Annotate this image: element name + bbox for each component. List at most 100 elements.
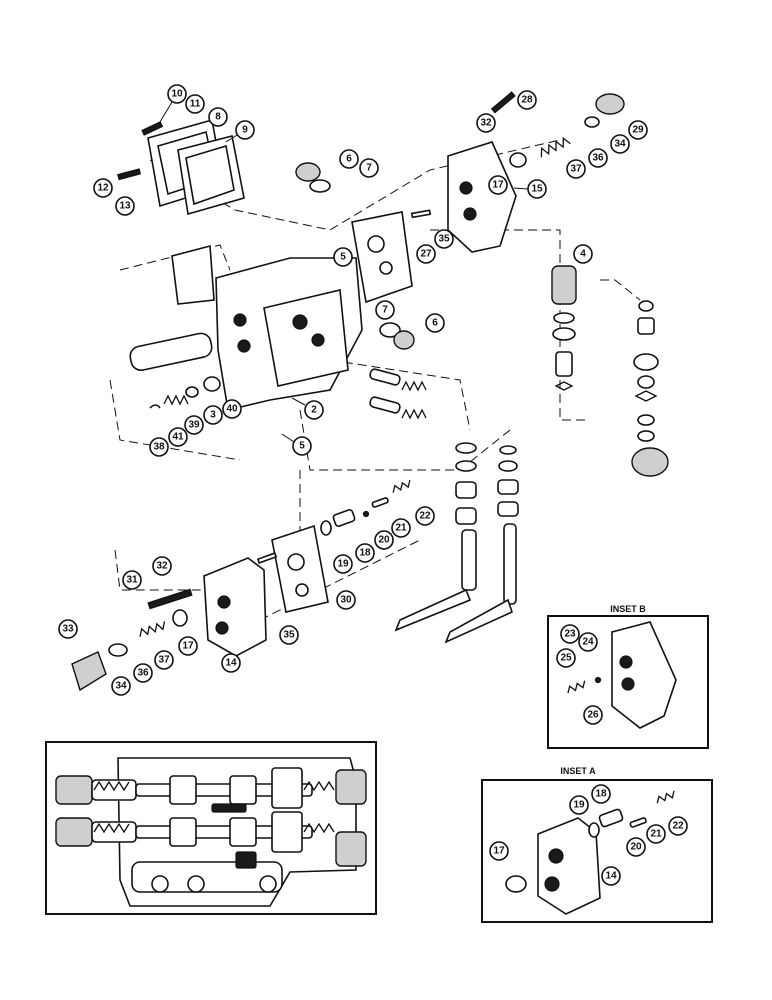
svg-text:31: 31 (126, 575, 138, 586)
callout: 20 (626, 837, 646, 857)
svg-text:17: 17 (493, 846, 505, 857)
svg-text:4: 4 (580, 249, 586, 260)
svg-text:3: 3 (210, 410, 216, 421)
callout: 2 (304, 400, 324, 420)
svg-text:22: 22 (419, 511, 431, 522)
svg-text:5: 5 (340, 252, 346, 263)
svg-text:34: 34 (614, 139, 626, 150)
callout: 29 (628, 120, 648, 140)
retainer-39 (185, 386, 199, 398)
callout: 22 (415, 506, 435, 526)
o-ring-34-upper (584, 116, 600, 128)
svg-text:19: 19 (573, 800, 585, 811)
callout: 35 (279, 625, 299, 645)
seal-stacks (455, 442, 519, 525)
svg-text:14: 14 (605, 871, 617, 882)
svg-text:29: 29 (632, 125, 644, 136)
fitting-29 (595, 93, 625, 115)
svg-text:26: 26 (587, 710, 599, 721)
svg-text:35: 35 (438, 234, 450, 245)
svg-text:36: 36 (137, 668, 149, 679)
svg-text:5: 5 (299, 441, 305, 452)
end-cover-lower (203, 557, 267, 657)
cover-bolt-top (141, 121, 164, 136)
callout: 20 (374, 530, 394, 550)
callout: 8 (208, 107, 228, 127)
svg-text:25: 25 (560, 653, 572, 664)
svg-text:32: 32 (480, 118, 492, 129)
callout: 7 (375, 300, 395, 320)
svg-text:37: 37 (158, 655, 170, 666)
bolt-28 (490, 91, 516, 114)
callout: 7 (359, 158, 379, 178)
sectional-view (45, 741, 377, 915)
spool-group (129, 332, 221, 409)
callout: 21 (646, 824, 666, 844)
callout: 12 (93, 178, 113, 198)
callout: 18 (591, 784, 611, 804)
clip-38 (149, 404, 161, 409)
end-cover-upper-group (447, 91, 625, 253)
callout: 11 (185, 94, 205, 114)
svg-text:9: 9 (242, 125, 248, 136)
load-check-stack (551, 265, 577, 391)
svg-text:14: 14 (225, 658, 237, 669)
relief-cap (631, 447, 669, 477)
svg-text:36: 36 (592, 153, 604, 164)
svg-text:23: 23 (564, 629, 576, 640)
svg-text:21: 21 (650, 829, 662, 840)
callout: 41 (168, 427, 188, 447)
svg-text:8: 8 (215, 112, 221, 123)
callout: 26 (583, 705, 603, 725)
plug-17-upper (509, 152, 527, 168)
plug-upper (295, 162, 321, 182)
callout: 34 (610, 134, 630, 154)
svg-text:20: 20 (378, 535, 390, 546)
svg-text:35: 35 (283, 630, 295, 641)
callout: 19 (569, 795, 589, 815)
svg-text:18: 18 (595, 789, 607, 800)
callout: 24 (578, 632, 598, 652)
svg-text:6: 6 (346, 154, 352, 165)
svg-text:15: 15 (531, 184, 543, 195)
callout: 14 (601, 866, 621, 886)
callout: 17 (178, 636, 198, 656)
end-cover-lower-group (71, 557, 267, 692)
callout: 27 (416, 244, 436, 264)
inset-b: INSET B 23 24 25 26 (547, 604, 709, 749)
svg-text:12: 12 (97, 183, 109, 194)
svg-text:10: 10 (171, 89, 183, 100)
o-ring-34-lower (108, 643, 128, 657)
inset-b-title: INSET B (610, 604, 646, 614)
callout: 4 (573, 244, 593, 264)
callout: 39 (184, 415, 204, 435)
svg-text:17: 17 (182, 641, 194, 652)
relief-stack-right (631, 300, 669, 477)
callout: 32 (152, 556, 172, 576)
callout: 37 (566, 159, 586, 179)
callout: 13 (115, 196, 135, 216)
plug-6-mid (393, 330, 415, 350)
washer-40 (203, 376, 221, 392)
valve-body (171, 244, 415, 411)
svg-text:32: 32 (156, 561, 168, 572)
callout: 3 (203, 405, 223, 425)
svg-text:37: 37 (570, 164, 582, 175)
svg-text:41: 41 (172, 432, 184, 443)
main-callouts: 10 11 8 9 12 13 6 7 32 28 17 15 37 36 34… (58, 84, 648, 696)
plug-17-lower (172, 609, 188, 627)
svg-text:2: 2 (311, 405, 317, 416)
spring-41 (163, 394, 189, 406)
callout: 6 (425, 313, 445, 333)
callout: 33 (58, 619, 78, 639)
callout: 19 (333, 554, 353, 574)
dowel-pin-35-top (410, 209, 432, 219)
callout: 23 (560, 624, 580, 644)
detent-bracket (171, 244, 215, 305)
callout: 17 (488, 175, 508, 195)
plug-upper-group (295, 162, 331, 193)
callout: 5 (333, 247, 353, 267)
callout: 38 (149, 437, 169, 457)
callout: 40 (222, 399, 242, 419)
